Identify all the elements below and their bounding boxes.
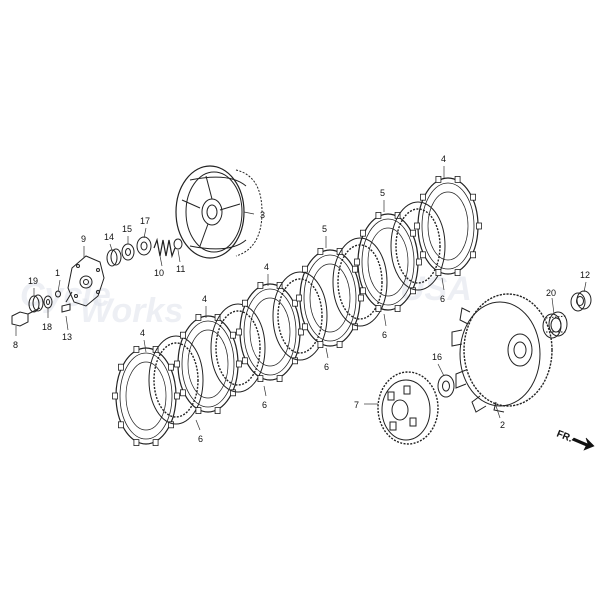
label-part-4-b: 4 [202, 294, 207, 304]
clutch-outer-part-3 [175, 165, 263, 259]
needle-bearing-part-20 [542, 311, 568, 339]
label-part-13: 13 [62, 332, 72, 342]
label-part-15: 15 [122, 224, 132, 234]
clutch-plate [210, 303, 266, 393]
label-part-2: 2 [500, 420, 505, 430]
label-part-19: 19 [28, 276, 38, 286]
clutch-plate [390, 201, 446, 291]
label-part-11: 11 [176, 264, 185, 274]
friction-disc [296, 247, 364, 349]
lifter-plate-part-9 [67, 255, 105, 307]
watermark: Cycle Works USA [20, 270, 472, 330]
clutch-plate [272, 271, 328, 361]
label-part-6-c: 6 [324, 362, 329, 372]
label-part-10: 10 [154, 268, 164, 278]
leader-lines [15, 166, 587, 431]
front-direction-indicator: FR. [555, 429, 595, 451]
label-part-6-a: 6 [198, 434, 203, 444]
label-part-17: 17 [140, 216, 150, 226]
label-part-9: 9 [81, 234, 86, 244]
label-part-20: 20 [546, 288, 556, 298]
collar-part-12 [570, 290, 592, 312]
front-arrow-icon [571, 437, 595, 451]
label-part-5-b: 5 [380, 188, 385, 198]
watermark-word-1: Cycle [20, 276, 111, 314]
watermark-word-2: Works [80, 292, 183, 330]
label-part-4-a: 4 [140, 328, 145, 338]
part-labels: 1 2 3 4 4 4 4 5 5 6 6 6 6 6 7 8 9 10 11 … [13, 154, 590, 444]
label-part-5-a: 5 [322, 224, 327, 234]
thrust-washer-part-16 [437, 374, 455, 398]
label-part-18: 18 [42, 322, 52, 332]
friction-disc [112, 345, 180, 447]
label-part-1: 1 [55, 268, 60, 278]
clutch-plate-stack [112, 175, 482, 447]
clutch-plate [148, 335, 204, 425]
label-part-7: 7 [354, 400, 359, 410]
label-part-4-c: 4 [264, 262, 269, 272]
label-part-14: 14 [104, 232, 114, 242]
fr-label: FR. [555, 429, 574, 445]
clutch-center-part-7 [377, 371, 439, 445]
friction-disc [236, 281, 304, 383]
label-part-16: 16 [432, 352, 442, 362]
label-part-4-d: 4 [441, 154, 446, 164]
clutch-housing-part-2 [451, 293, 553, 413]
label-part-6-d: 6 [382, 330, 387, 340]
clutch-plate [332, 237, 388, 327]
label-part-12: 12 [580, 270, 590, 280]
label-part-6-b: 6 [262, 400, 267, 410]
friction-disc [414, 175, 482, 277]
friction-disc [174, 313, 242, 415]
friction-disc [354, 211, 422, 313]
label-part-3: 3 [260, 210, 265, 220]
label-part-6-e: 6 [440, 294, 445, 304]
label-part-8: 8 [13, 340, 18, 350]
